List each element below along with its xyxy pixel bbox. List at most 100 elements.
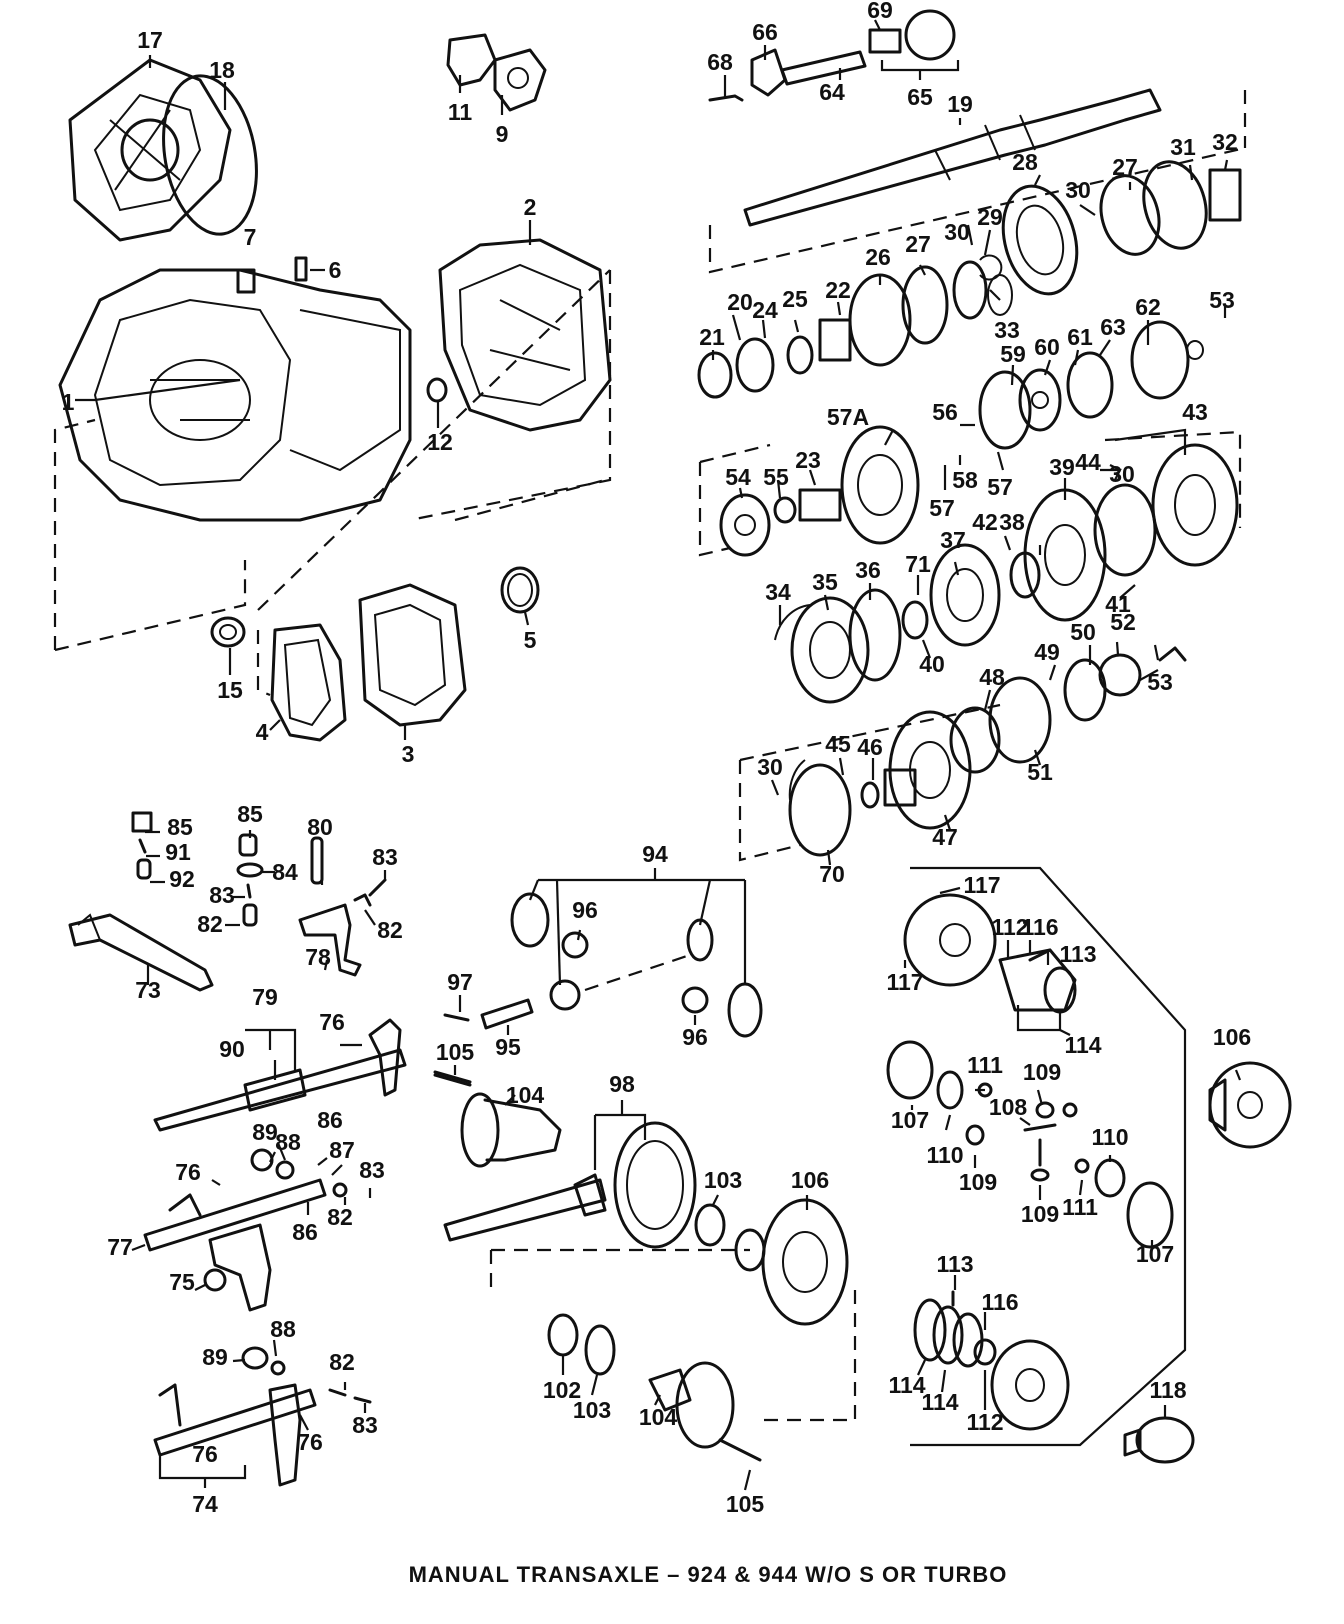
label-30-d: 30 bbox=[757, 754, 783, 780]
label-105-b: 105 bbox=[726, 1491, 765, 1517]
bearing-race bbox=[694, 1203, 726, 1247]
label-76-a: 76 bbox=[319, 1009, 345, 1035]
label-108: 108 bbox=[989, 1094, 1028, 1120]
label-4: 4 bbox=[256, 719, 269, 745]
label-104-a: 104 bbox=[506, 1082, 545, 1108]
label-117-a: 117 bbox=[963, 872, 1000, 898]
label-78: 78 bbox=[305, 944, 331, 970]
label-79: 79 bbox=[252, 984, 278, 1010]
label-63: 63 bbox=[1100, 314, 1126, 340]
gear-cluster-row5 bbox=[788, 646, 1187, 857]
label-41: 41 bbox=[1105, 591, 1131, 617]
label-114-b: 114 bbox=[888, 1372, 925, 1398]
label-83-a: 83 bbox=[372, 844, 398, 870]
bushing-gear bbox=[868, 9, 956, 61]
label-76-d: 76 bbox=[192, 1441, 218, 1467]
label-84: 84 bbox=[272, 859, 298, 885]
label-43: 43 bbox=[1182, 399, 1208, 425]
label-85-b: 85 bbox=[237, 801, 263, 827]
assembly-boundaries bbox=[53, 90, 1247, 1422]
label-104-b: 104 bbox=[639, 1404, 678, 1430]
label-103-a: 103 bbox=[704, 1167, 742, 1193]
label-76-c: 76 bbox=[297, 1429, 323, 1455]
lower-bearing-set bbox=[547, 1313, 616, 1376]
label-90: 90 bbox=[219, 1036, 245, 1062]
label-83-d: 83 bbox=[352, 1412, 378, 1438]
label-36: 36 bbox=[855, 557, 881, 583]
label-46: 46 bbox=[857, 734, 883, 760]
label-3: 3 bbox=[402, 741, 415, 767]
side-housing bbox=[1208, 1061, 1292, 1149]
bearing-seal bbox=[210, 616, 246, 648]
flange-plate bbox=[750, 48, 787, 97]
label-66: 66 bbox=[752, 19, 778, 45]
label-28: 28 bbox=[1012, 149, 1038, 175]
label-89-a: 89 bbox=[252, 1119, 278, 1145]
label-83-b: 83 bbox=[209, 882, 235, 908]
clutch-housing bbox=[58, 268, 412, 522]
label-51: 51 bbox=[1027, 759, 1053, 785]
label-6: 6 bbox=[329, 257, 342, 283]
leader-lines bbox=[75, 19, 1229, 866]
label-26: 26 bbox=[865, 244, 891, 270]
label-98: 98 bbox=[609, 1071, 635, 1097]
detent-parts bbox=[131, 811, 324, 927]
label-55: 55 bbox=[763, 464, 789, 490]
rear-cover bbox=[68, 58, 232, 242]
label-69: 69 bbox=[867, 0, 893, 23]
label-103-b: 103 bbox=[573, 1397, 611, 1423]
label-1: 1 bbox=[62, 389, 75, 415]
label-24: 24 bbox=[752, 297, 778, 323]
label-44: 44 bbox=[1075, 449, 1101, 475]
label-2: 2 bbox=[524, 194, 537, 220]
label-34: 34 bbox=[765, 579, 791, 605]
differential-spider-gears bbox=[510, 892, 763, 1038]
label-52: 52 bbox=[1110, 609, 1136, 635]
label-57: 57 bbox=[987, 474, 1013, 500]
label-85-a: 85 bbox=[167, 814, 193, 840]
label-29: 29 bbox=[977, 204, 1003, 230]
label-23: 23 bbox=[795, 447, 821, 473]
label-110-b: 110 bbox=[1091, 1124, 1128, 1150]
end-cap bbox=[1123, 1416, 1195, 1464]
label-30-b: 30 bbox=[944, 219, 970, 245]
selector-bracket bbox=[298, 878, 387, 977]
label-107-b: 107 bbox=[1136, 1241, 1174, 1267]
label-54: 54 bbox=[725, 464, 751, 490]
label-64: 64 bbox=[819, 79, 845, 105]
gear-cluster-row2 bbox=[697, 260, 1013, 399]
label-57A: 57A bbox=[827, 404, 869, 430]
label-30-c: 30 bbox=[1109, 461, 1135, 487]
label-60: 60 bbox=[1034, 334, 1060, 360]
label-40: 40 bbox=[919, 651, 945, 677]
label-106-b: 106 bbox=[1213, 1024, 1251, 1050]
label-75: 75 bbox=[169, 1269, 195, 1295]
label-89-b: 89 bbox=[202, 1344, 228, 1370]
label-96-b: 96 bbox=[682, 1024, 708, 1050]
label-114-c: 114 bbox=[921, 1389, 958, 1415]
label-18: 18 bbox=[209, 57, 235, 83]
label-82-d: 82 bbox=[329, 1349, 355, 1375]
label-107-a: 107 bbox=[891, 1107, 929, 1133]
label-32: 32 bbox=[1212, 129, 1238, 155]
lsd-internal-parts bbox=[886, 1040, 1174, 1249]
label-58: 58 bbox=[952, 467, 978, 493]
label-82-b: 82 bbox=[377, 917, 403, 943]
label-31: 31 bbox=[1170, 134, 1196, 160]
label-112-a: 112 bbox=[991, 914, 1028, 940]
input-shaft bbox=[743, 88, 1162, 227]
label-96-a: 96 bbox=[572, 897, 598, 923]
label-65: 65 bbox=[907, 84, 933, 110]
label-114-a: 114 bbox=[1064, 1032, 1101, 1058]
label-56: 56 bbox=[932, 399, 958, 425]
label-116-b: 116 bbox=[981, 1289, 1018, 1315]
bolt-top bbox=[708, 94, 744, 102]
label-39: 39 bbox=[1049, 454, 1075, 480]
label-87: 87 bbox=[329, 1137, 355, 1163]
label-48: 48 bbox=[979, 664, 1005, 690]
label-80: 80 bbox=[307, 814, 333, 840]
label-82-c: 82 bbox=[327, 1204, 353, 1230]
label-109-c: 109 bbox=[1021, 1201, 1059, 1227]
gasket-plate bbox=[493, 48, 547, 112]
